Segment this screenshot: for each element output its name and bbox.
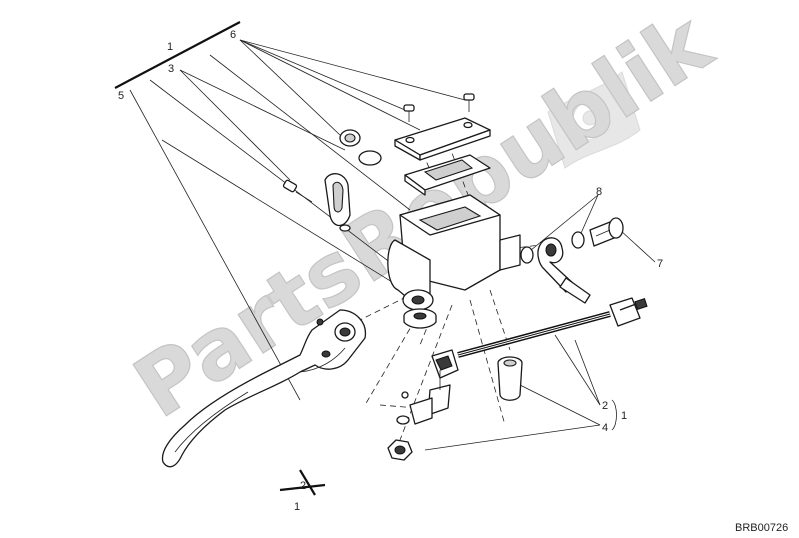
callout-3: 3: [168, 63, 174, 75]
clamp-screw: [282, 179, 313, 203]
callout-1-top: 1: [167, 41, 173, 53]
callout-2-bottom: 2: [300, 480, 306, 492]
pivot-nut: [387, 439, 413, 461]
callout-6: 6: [230, 29, 236, 41]
filler-fitting: [339, 129, 382, 166]
callout-8: 8: [596, 186, 602, 198]
callout-4-right: 4: [602, 422, 608, 434]
master-cylinder-body: [387, 194, 521, 329]
callout-2-right: 2: [602, 400, 608, 412]
callout-1-bottom: 1: [294, 501, 300, 513]
banjo-fitting-assembly: [520, 217, 624, 304]
brake-lever: [161, 309, 367, 468]
pivot-bushing: [497, 356, 523, 401]
pivot-washer: [396, 391, 410, 425]
brake-light-switch: [431, 297, 648, 379]
reservoir-diaphragm: [404, 154, 491, 196]
callout-7: 7: [657, 258, 663, 270]
leader-lines: [129, 39, 656, 451]
callout-1-right: 1: [621, 410, 627, 422]
drawing-code: BRB00726: [735, 522, 788, 534]
reservoir-cap-screws: [403, 93, 475, 122]
callout-labels: 1 6 3 5 8 7 2 4 1 2 1: [118, 29, 663, 513]
callout-5: 5: [118, 90, 124, 102]
group-brackets: [114, 21, 617, 496]
reservoir-cap: [394, 117, 491, 161]
handlebar-clamp: [324, 173, 351, 232]
gear-flag-logo-icon: [547, 71, 641, 169]
switch-bracket: [409, 370, 451, 425]
